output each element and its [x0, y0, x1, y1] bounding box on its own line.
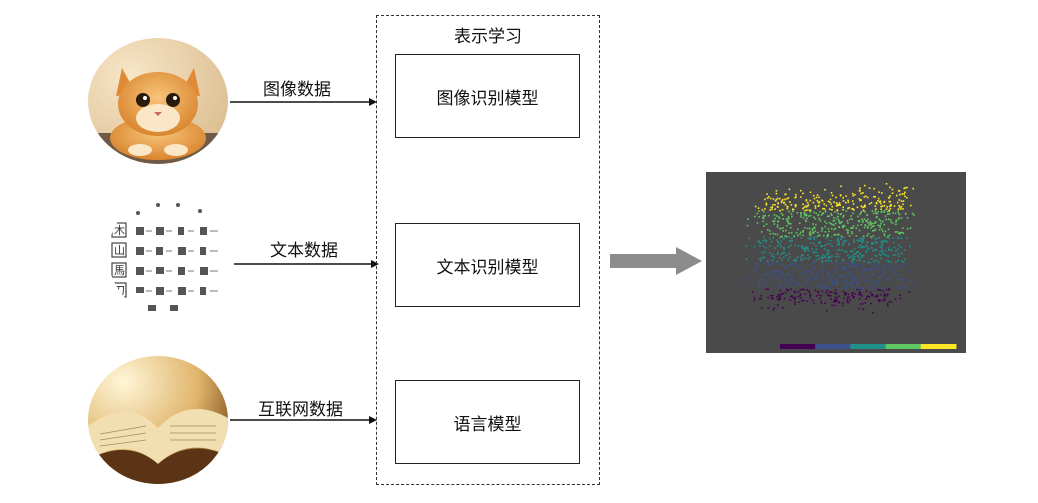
- language-model-label: 语言模型: [453, 414, 522, 435]
- colorbar: [780, 344, 957, 349]
- image-data-label: 图像数据: [263, 80, 331, 100]
- representation-learning-frame: [376, 15, 600, 485]
- svg-text:馬: 馬: [114, 264, 125, 277]
- svg-text:刀: 刀: [114, 284, 125, 297]
- web-data-label: 互联网数据: [258, 400, 343, 420]
- ancient-characters-icon: 木山馬刀: [108, 193, 232, 317]
- image-recognition-model-label: 图像识别模型: [436, 88, 539, 109]
- cat-photo-icon: [88, 38, 228, 164]
- embedding-visualization: [706, 172, 966, 353]
- text-recognition-model-label: 文本识别模型: [436, 257, 539, 278]
- language-model-box: 语言模型: [395, 380, 580, 464]
- web-data-arrow: [230, 416, 377, 424]
- svg-text:木: 木: [114, 224, 125, 237]
- text-recognition-model-box: 文本识别模型: [395, 223, 580, 307]
- open-book-icon: [88, 356, 228, 484]
- image-data-arrow: [230, 98, 377, 106]
- svg-text:山: 山: [114, 244, 125, 257]
- point-cloud: [745, 183, 915, 314]
- big-output-arrow: [610, 247, 702, 275]
- text-data-label: 文本数据: [270, 241, 338, 261]
- embedding-cube-icon: [745, 183, 957, 349]
- text-data-arrow: [234, 260, 379, 268]
- image-recognition-model-box: 图像识别模型: [395, 54, 580, 138]
- frame-title: 表示学习: [454, 27, 522, 47]
